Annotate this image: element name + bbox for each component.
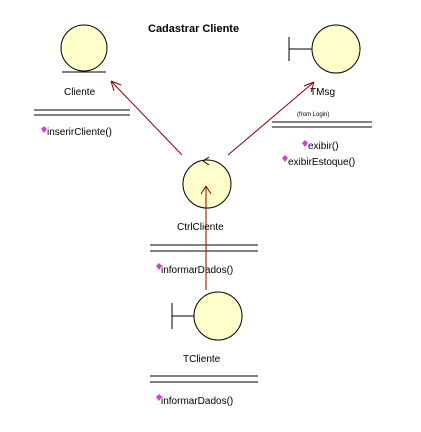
association-line: [227, 81, 315, 156]
association-arrowhead: [200, 185, 212, 195]
boundary-icon: [311, 24, 361, 74]
operation-informar-dados-boundary: informarDados(): [156, 394, 233, 407]
operation-exibir: exibir(): [302, 140, 339, 152]
operation-icon: [282, 155, 288, 162]
association-ctrl-to-tmsg[interactable]: [227, 81, 315, 156]
operation-icon: [156, 263, 162, 270]
control-icon: [182, 159, 232, 209]
entity-cliente-name: Cliente: [64, 87, 96, 98]
operation-exibir-estoque: exibirEstoque(): [282, 155, 355, 168]
operation-inserir-cliente: inserirCliente(): [41, 126, 112, 138]
association-ctrl-to-cliente[interactable]: [110, 80, 183, 156]
association-arrowhead: [303, 81, 315, 93]
diagram-title: Cadastrar Cliente: [148, 23, 239, 35]
operation-icon: [156, 394, 162, 401]
from-login-note: (from Login): [297, 112, 329, 118]
entity-icon: [60, 24, 108, 72]
control-ctrlcliente-name: CtrlCliente: [177, 222, 224, 233]
boundary-icon: [193, 291, 243, 341]
operation-label: exibir(): [308, 141, 339, 152]
boundary-tcliente-name: TCliente: [183, 354, 221, 365]
entity-cliente[interactable]: Cliente inserirCliente(): [34, 24, 130, 138]
boundary-tmsg[interactable]: TMsg (from Login) exibir() exibirEstoque…: [272, 24, 372, 168]
control-ctrlcliente[interactable]: CtrlCliente informarDados(): [150, 156, 258, 276]
operation-label: exibirEstoque(): [288, 157, 355, 168]
operation-label: informarDados(): [161, 396, 233, 407]
association-arrowhead: [110, 80, 122, 92]
operation-label: informarDados(): [161, 265, 233, 276]
operation-informar-dados-control: informarDados(): [156, 263, 233, 276]
operation-icon: [302, 140, 308, 147]
boundary-tcliente[interactable]: TCliente informarDados(): [150, 291, 258, 407]
control-arrowhead: [202, 156, 210, 166]
operation-label: inserirCliente(): [47, 127, 112, 138]
operation-icon: [41, 126, 47, 133]
boundary-tmsg-name: TMsg: [310, 87, 335, 98]
association-tcliente-to-ctrl[interactable]: [200, 185, 212, 290]
association-line: [110, 80, 183, 156]
